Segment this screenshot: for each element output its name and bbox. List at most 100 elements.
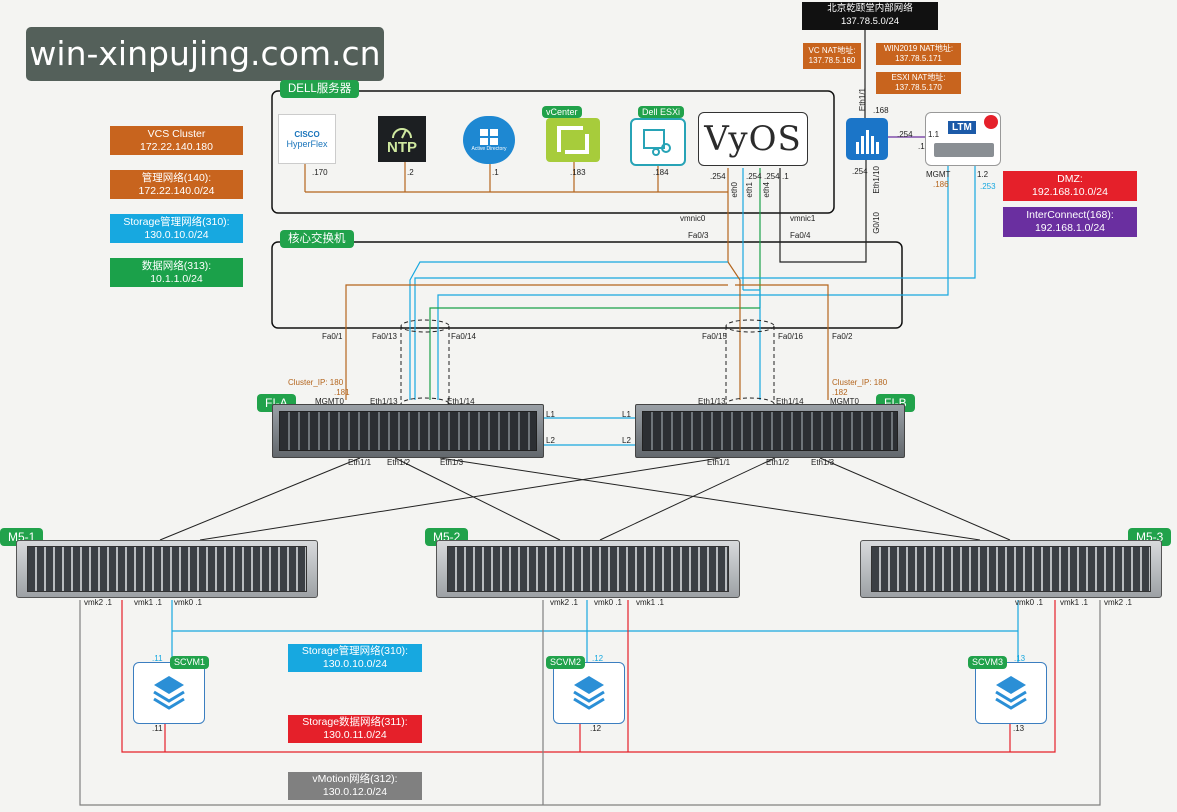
hyperflex-icon: CISCO HyperFlex xyxy=(278,114,336,164)
bar-icon xyxy=(865,130,869,154)
win-nat-ip: 137.78.5.171 xyxy=(895,54,942,63)
vcenter-icon xyxy=(546,118,600,162)
vcenter-ip: .183 xyxy=(570,168,586,177)
ltm-ip11: 1.1 xyxy=(928,130,940,139)
win-nat-tag: WIN2019 NAT地址: 137.78.5.171 xyxy=(876,43,961,65)
ntp-ip: .2 xyxy=(407,168,414,177)
scvm3-ip-bot: .13 xyxy=(1013,724,1025,733)
scvm2-title: SCVM2 xyxy=(546,656,586,669)
esxi-ip: .184 xyxy=(653,168,669,177)
vyos-ip-254b: .254 xyxy=(746,172,762,181)
cisco-brand: CISCO xyxy=(294,129,320,139)
vcenter-label: vCenter xyxy=(542,106,582,118)
dell-server-box xyxy=(271,90,835,214)
fia-l2: L2 xyxy=(546,436,555,445)
fia-eth12: Eth1/2 xyxy=(387,458,411,467)
legend-dmz: DMZ: 192.168.10.0/24 xyxy=(1003,171,1137,201)
esxi-logo-icon xyxy=(643,129,671,156)
fib-l2: L2 xyxy=(622,436,631,445)
m5-1-vmk2: vmk2 .1 xyxy=(84,598,113,607)
legend-data-313: 数据网络(313): 10.1.1.0/24 xyxy=(110,258,243,287)
watermark: win-xinpujing.com.cn xyxy=(26,27,384,81)
legend-storage-data-bottom: Storage数据网络(311): 130.0.11.0/24 xyxy=(288,715,422,743)
fib-eth113: Eth1/13 xyxy=(698,397,726,406)
scvm1-ip-top: .11 xyxy=(152,654,163,663)
fia-ip181: .181 xyxy=(334,388,350,397)
legend-name: VCS Cluster xyxy=(147,127,206,140)
windows-logo-icon xyxy=(480,129,498,145)
ltm-ip12: 1.2 xyxy=(977,170,989,179)
legend-name: 数据网络(313): xyxy=(141,259,212,272)
dell-esxi-label: Dell ESXi xyxy=(638,106,685,118)
drive-bays xyxy=(447,546,729,592)
legend-ip: 130.0.12.0/24 xyxy=(322,786,388,798)
legend-name: DMZ: xyxy=(1057,173,1083,185)
fa03-label: Fa0/3 xyxy=(688,231,709,240)
fib-eth11: Eth1/1 xyxy=(707,458,731,467)
layers-icon xyxy=(573,676,605,710)
ltm-device: LTM xyxy=(925,112,1001,166)
fib-mgmt0: MGMT0 xyxy=(830,397,859,406)
drive-bays xyxy=(871,546,1151,592)
vyos-name: VyOS xyxy=(704,119,802,159)
ntp-name: NTP xyxy=(387,139,417,156)
bj-network-title: 北京乾颐堂内部网络 xyxy=(827,3,913,14)
ad-ip: .1 xyxy=(492,168,499,177)
ltm-chassis xyxy=(934,143,994,157)
m5-2-vmk2: vmk2 .1 xyxy=(550,598,579,607)
scvm1-title: SCVM1 xyxy=(170,656,210,669)
vc-nat-ip: 137.78.5.160 xyxy=(808,56,856,65)
m5-2-vmk1: vmk1 .1 xyxy=(636,598,665,607)
vyos-eth4: eth4 xyxy=(762,182,771,198)
m5-1-vmk0: vmk0 .1 xyxy=(174,598,203,607)
fia-eth114: Eth1/14 xyxy=(447,397,475,406)
ltm-ip1: .1 xyxy=(918,142,925,151)
fa013-label: Fa0/13 xyxy=(372,332,397,341)
fia-eth113: Eth1/13 xyxy=(370,397,398,406)
legend-vmotion-bottom: vMotion网络(312): 130.0.12.0/24 xyxy=(288,772,422,800)
m5-1-server xyxy=(16,540,318,598)
core-switch-box xyxy=(271,241,903,329)
vyos-router-icon: VyOS xyxy=(698,112,808,166)
scvm1-box xyxy=(133,662,205,724)
ltm-badge: LTM xyxy=(948,121,976,134)
m5-3-vmk2: vmk2 .1 xyxy=(1104,598,1133,607)
scvm3-title: SCVM3 xyxy=(968,656,1008,669)
fia-cluster-ip: Cluster_IP: 180 xyxy=(288,378,344,387)
fia-eth11: Eth1/1 xyxy=(348,458,372,467)
drive-bays xyxy=(27,546,307,592)
legend-mgmt-140: 管理网络(140): 172.22.140.0/24 xyxy=(110,170,243,199)
scvm3-ip-top: .13 xyxy=(1014,654,1026,663)
m5-3-server xyxy=(860,540,1162,598)
fa014-label: Fa0/14 xyxy=(451,332,476,341)
esxi-nat-label: ESXI NAT地址: xyxy=(891,73,946,82)
legend-ip: 192.168.1.0/24 xyxy=(1034,222,1106,234)
legend-ip: 130.0.10.0/24 xyxy=(144,228,209,241)
bar-icon xyxy=(875,142,879,154)
fa04-label: Fa0/4 xyxy=(790,231,811,240)
fib-eth12: Eth1/2 xyxy=(766,458,790,467)
vyos-ip-1: .1 xyxy=(782,172,789,181)
scvm2-ip-bot: .12 xyxy=(590,724,602,733)
ltm-ip253: .253 xyxy=(980,182,996,191)
legend-name: Storage管理网络(310): xyxy=(301,645,409,657)
bar-icon xyxy=(860,136,864,154)
legend-interconnect-168: InterConnect(168): 192.168.1.0/24 xyxy=(1003,207,1137,237)
fia-mgmt0: MGMT0 xyxy=(315,397,344,406)
scvm1-ip-bot: .11 xyxy=(152,724,163,733)
core-switch-title: 核心交换机 xyxy=(280,230,354,248)
bj-network-box: 北京乾颐堂内部网络 137.78.5.0/24 xyxy=(802,2,938,30)
storage-data-bus xyxy=(121,600,1056,753)
m5-3-vmk0: vmk0 .1 xyxy=(1015,598,1044,607)
vyos-eth0: eth0 xyxy=(730,182,739,198)
legend-name: vMotion网络(312): xyxy=(312,773,398,785)
switch-ports xyxy=(279,411,537,451)
fia-mgmt-link xyxy=(345,284,728,400)
legend-ip: 10.1.1.0/24 xyxy=(150,272,203,285)
fw-ip168: .168 xyxy=(873,106,889,115)
layers-icon xyxy=(995,676,1027,710)
fi-m5-links xyxy=(159,457,1011,541)
fw-ip254: .254 xyxy=(897,130,913,139)
